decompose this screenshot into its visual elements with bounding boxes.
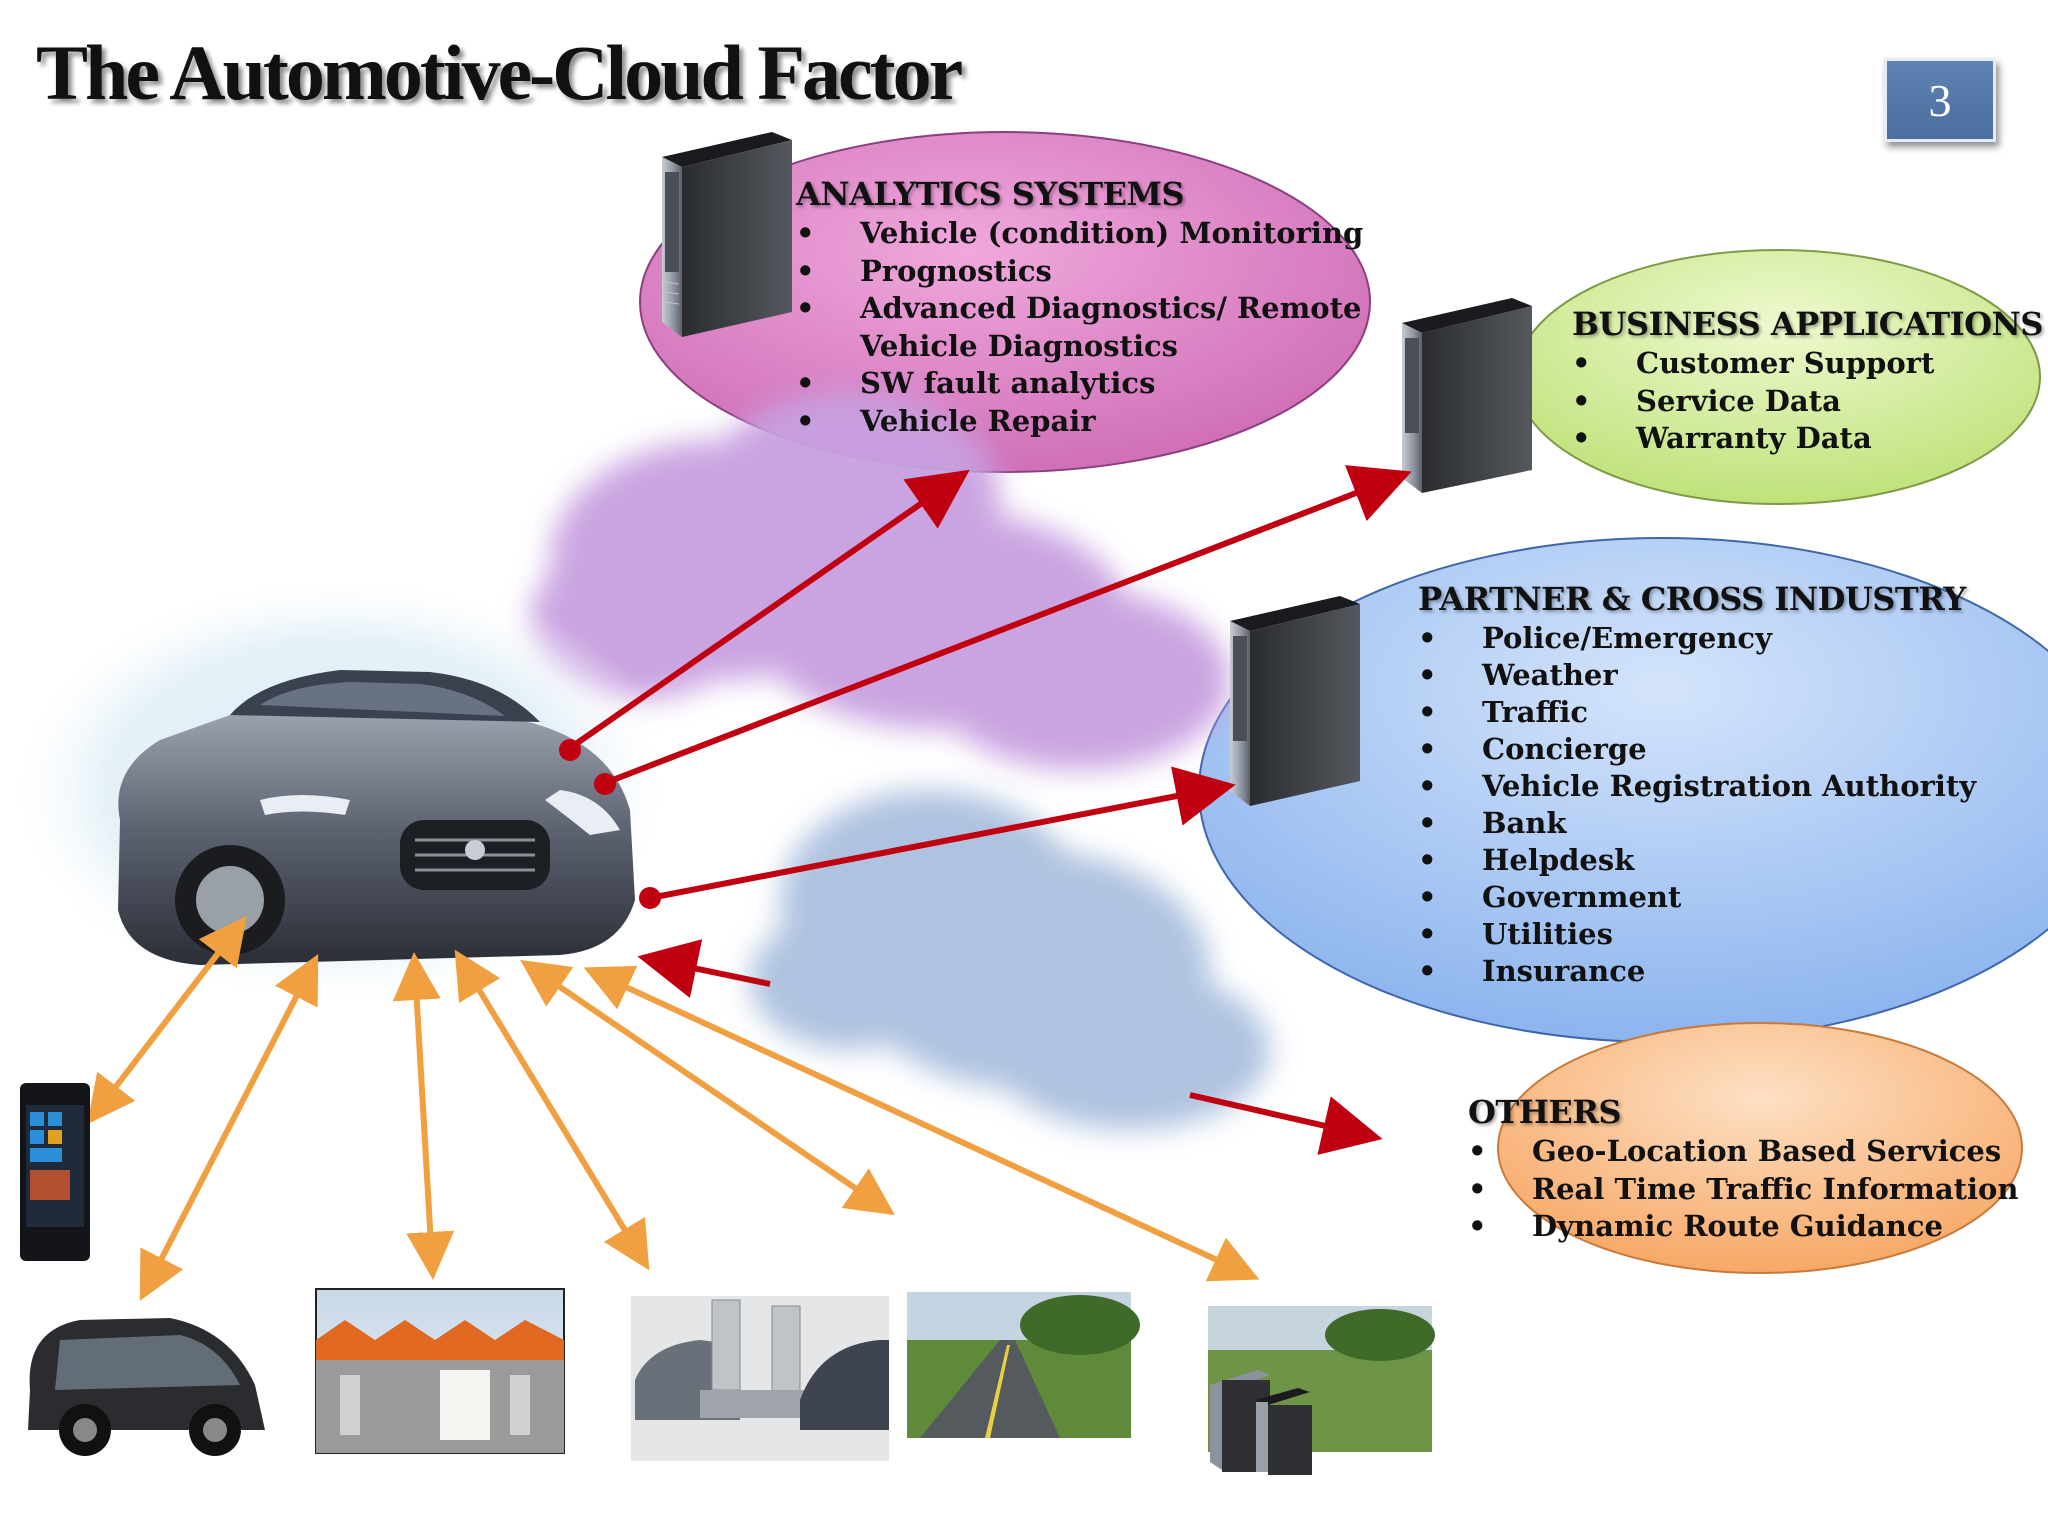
business-item: Customer Support <box>1572 345 2043 383</box>
toll-plaza-image <box>315 1288 565 1454</box>
analytics-item: Vehicle Diagnostics <box>860 328 1178 363</box>
partner-item: Police/Emergency <box>1418 620 1976 657</box>
orange-arrow <box>139 953 319 1302</box>
analytics-server-icon <box>662 132 792 337</box>
analytics-systems-box: ANALYTICS SYSTEMS Vehicle (condition) Mo… <box>796 175 1363 440</box>
arrow-to-analytics <box>568 469 970 751</box>
partner-item: Weather <box>1418 657 1976 694</box>
partner-item: Helpdesk <box>1418 842 1976 879</box>
partner-heading: PARTNER & CROSS INDUSTRY <box>1418 580 1966 618</box>
analytics-item: Prognostics <box>796 253 1363 291</box>
business-server-icon <box>1402 298 1532 493</box>
analytics-item: SW fault analytics <box>796 365 1363 403</box>
orange-arrow <box>454 949 650 1271</box>
business-heading: BUSINESS APPLICATIONS <box>1572 305 2043 343</box>
smartphone-image <box>20 1083 90 1261</box>
concept-car-image <box>28 1318 265 1456</box>
page-number-badge: 3 <box>1884 58 1996 142</box>
arrow-to-partner <box>649 766 1236 901</box>
car-image <box>118 670 635 965</box>
others-heading: OTHERS <box>1468 1093 1622 1131</box>
partner-server-icon <box>1230 596 1360 806</box>
charging-station-image <box>631 1296 889 1461</box>
partner-cross-industry-box: PARTNER & CROSS INDUSTRY Police/Emergenc… <box>1418 580 1976 990</box>
roadside-servers-image <box>1208 1306 1435 1475</box>
business-applications-box: BUSINESS APPLICATIONS Customer Support S… <box>1572 305 2043 458</box>
orange-arrow <box>392 952 455 1280</box>
analytics-item: Vehicle (condition) Monitoring <box>796 215 1363 253</box>
business-item: Service Data <box>1572 383 2043 421</box>
analytics-item: Vehicle Repair <box>796 403 1363 441</box>
highway-image <box>907 1292 1140 1438</box>
analytics-heading: ANALYTICS SYSTEMS <box>796 175 1185 213</box>
partner-item: Insurance <box>1418 953 1976 990</box>
others-box: OTHERS Geo-Location Based Services Real … <box>1468 1093 2018 1246</box>
partner-item: Vehicle Registration Authority <box>1418 768 1976 805</box>
others-item: Real Time Traffic Information <box>1468 1171 2018 1209</box>
partner-item: Concierge <box>1418 731 1976 768</box>
analytics-item: Advanced Diagnostics/ Remote <box>796 290 1363 328</box>
business-item: Warranty Data <box>1572 420 2043 458</box>
others-item: Dynamic Route Guidance <box>1468 1208 2018 1246</box>
arrow-dot <box>594 773 616 795</box>
partner-item: Utilities <box>1418 916 1976 953</box>
others-item: Geo-Location Based Services <box>1468 1133 2018 1171</box>
arrow-to-business <box>603 465 1412 786</box>
arrow-dot <box>559 739 581 761</box>
orange-arrow <box>583 965 1260 1282</box>
slide-title: The Automotive-Cloud Factor <box>36 29 963 116</box>
arrow-dot <box>639 887 661 909</box>
partner-item: Traffic <box>1418 694 1976 731</box>
arrow-to-others <box>1189 1092 1383 1155</box>
partner-item: Bank <box>1418 805 1976 842</box>
partner-item: Government <box>1418 879 1976 916</box>
